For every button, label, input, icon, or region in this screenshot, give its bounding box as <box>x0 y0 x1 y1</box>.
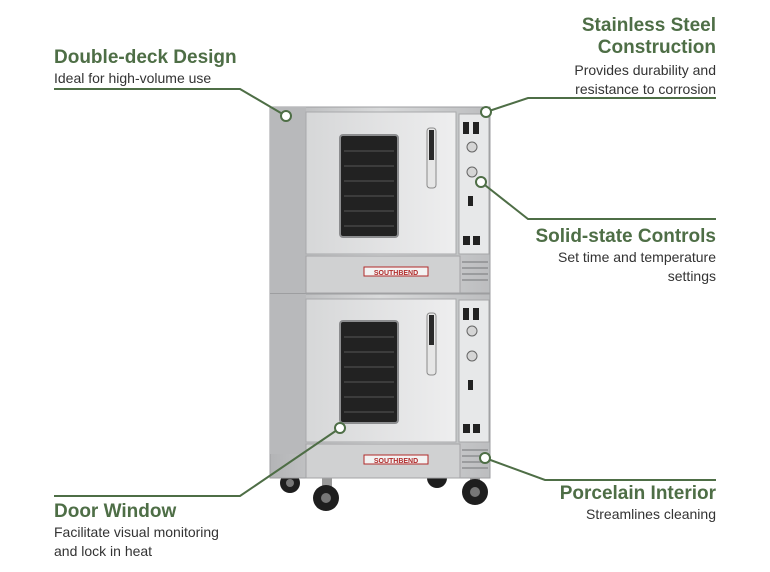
callout-description-line-2: settings <box>667 268 716 284</box>
callout-title: Double-deck Design <box>54 47 237 68</box>
upper-oven-deck: SOUTHBEND <box>269 106 491 294</box>
lower-oven-deck: SOUTHBEND <box>269 293 491 479</box>
callout-markers <box>280 106 492 464</box>
callout-title-line-1: Stainless Steel <box>581 15 716 36</box>
callout-description-line-1: Facilitate visual monitoring <box>54 524 219 540</box>
callout-door-window: Door Window Facilitate visual monitoring… <box>54 501 219 561</box>
callout-stainless-steel: Stainless Steel Construction Provides du… <box>574 15 716 99</box>
brand-label-upper: SOUTHBEND <box>374 270 418 277</box>
callout-porcelain-interior: Porcelain Interior Streamlines cleaning <box>560 483 716 524</box>
callout-solid-state-controls: Solid-state Controls Set time and temper… <box>535 226 716 286</box>
callout-description-line-1: Set time and temperature <box>558 249 716 265</box>
callout-description: Ideal for high-volume use <box>54 70 212 86</box>
caster-wheels <box>280 464 488 511</box>
callout-title: Door Window <box>54 501 177 522</box>
callout-title: Solid-state Controls <box>535 226 716 247</box>
callout-title-line-2: Construction <box>597 37 716 58</box>
callout-description: Streamlines cleaning <box>586 506 716 522</box>
callout-description-line-2: and lock in heat <box>54 543 153 559</box>
brand-label-lower: SOUTHBEND <box>374 458 418 465</box>
callout-title: Porcelain Interior <box>559 483 716 504</box>
callout-double-deck: Double-deck Design Ideal for high-volume… <box>54 47 237 88</box>
callout-description-line-2: resistance to corrosion <box>575 81 716 97</box>
callout-leaders <box>54 88 716 497</box>
callout-description-line-1: Provides durability and <box>574 62 716 78</box>
